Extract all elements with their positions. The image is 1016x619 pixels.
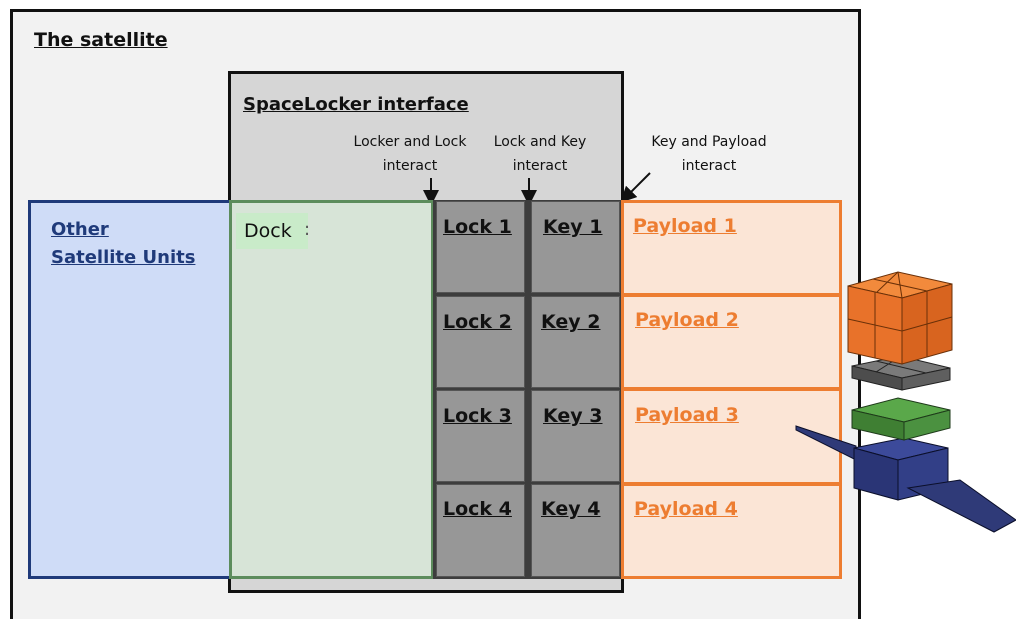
key-cell [531,296,620,388]
lock-label: Lock 4 [443,498,512,520]
lock-cell [436,484,525,577]
note-lock-key: Lock and Key interact [478,130,602,178]
key-label: Key 2 [541,311,601,333]
lock-label: Lock 2 [443,311,512,333]
satellite-illustration [795,271,1016,533]
key-label: Key 1 [543,216,603,238]
arrow-key-payload [620,172,651,203]
key-cell [531,484,620,577]
key-cell [531,201,620,293]
note-locker-lock-line2: interact [382,158,438,174]
dock-label: Dock [236,213,308,249]
note-lock-key-line1: Lock and Key [493,134,587,150]
lock-cell [436,390,525,482]
lock-label: Lock 1 [443,216,512,238]
note-locker-lock: Locker and Lock interact [340,130,480,178]
payload-label: Payload 2 [635,309,739,331]
lock-label: Lock 3 [443,405,512,427]
lock-cell [436,296,525,388]
interface-title: SpaceLocker interface [243,94,469,115]
key-cell [531,390,620,482]
other-units-box [28,200,236,579]
note-key-payload-line1: Key and Payload [651,134,767,150]
payload-box [621,483,842,579]
note-key-payload: Key and Payload interact [630,130,788,178]
note-key-payload-line2: interact [681,158,737,174]
payload-box [621,388,842,485]
dock-box [229,200,434,579]
other-units-line2: Satellite Units [51,247,196,268]
solar-panel-left-icon [795,425,857,461]
note-lock-key-line2: interact [512,158,568,174]
payload-label: Payload 3 [635,404,739,426]
dock-module-icon [851,397,951,441]
payload-label: Payload 1 [633,215,737,237]
lock-cell [436,201,525,293]
key-label: Key 4 [541,498,601,520]
other-units-line1: Other [51,219,109,240]
payload-cube-icon [847,271,953,365]
note-locker-lock-line1: Locker and Lock [353,134,467,150]
solar-panel-right-icon [906,479,1016,533]
key-label: Key 3 [543,405,603,427]
dock-suffix: : [304,219,311,240]
payload-box [621,294,842,390]
payload-label: Payload 4 [634,498,738,520]
satellite-title: The satellite [34,29,168,51]
